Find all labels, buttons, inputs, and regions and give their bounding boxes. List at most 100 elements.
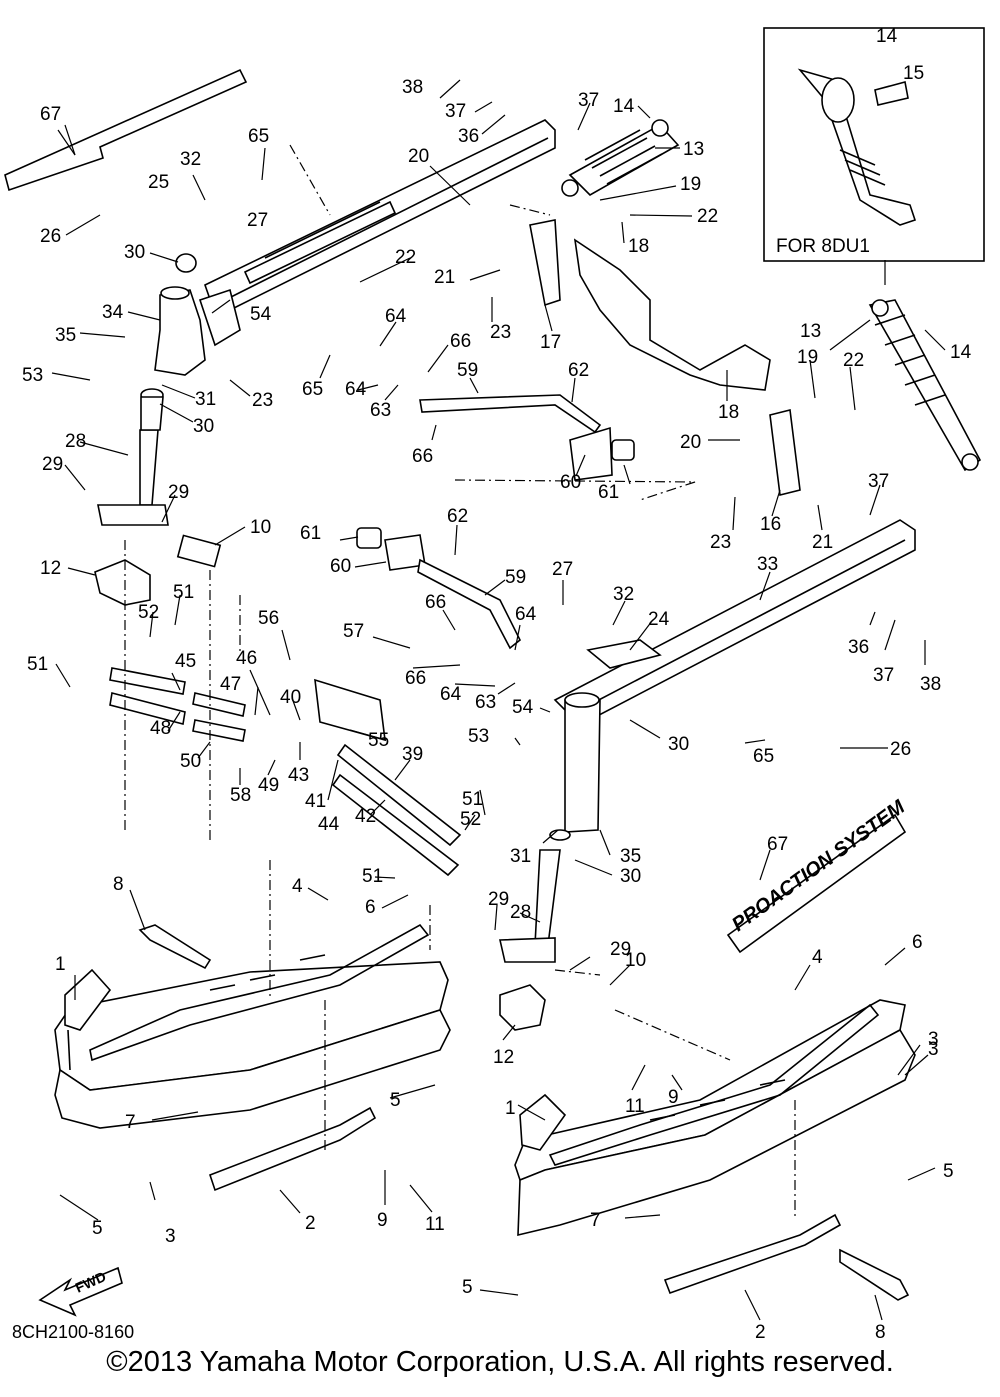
callout-number-31: 31	[510, 846, 531, 867]
callout-number-18: 18	[718, 402, 739, 423]
callout-number-2: 2	[305, 1213, 316, 1234]
callout-number-30: 30	[193, 416, 214, 437]
callout-number-52: 52	[460, 809, 481, 830]
callout-number-19: 19	[680, 174, 701, 195]
callout-number-32: 32	[180, 149, 201, 170]
callout-number-22: 22	[395, 247, 416, 268]
callout-number-66: 66	[405, 668, 426, 689]
callout-number-3: 3	[928, 1039, 939, 1060]
callout-number-54: 54	[250, 304, 272, 325]
callout-number-23: 23	[710, 532, 731, 553]
fwd-arrow: FWD	[38, 1266, 123, 1317]
callout-number-59: 59	[505, 567, 526, 588]
callout-number-63: 63	[475, 692, 496, 713]
callout-number-64: 64	[385, 306, 407, 327]
callout-number-10: 10	[625, 950, 646, 971]
callout-number-48: 48	[150, 718, 171, 739]
callout-number-3: 3	[165, 1226, 176, 1247]
callout-number-42: 42	[355, 806, 376, 827]
callout-number-20: 20	[408, 146, 429, 167]
callout-number-33: 33	[757, 554, 778, 575]
callout-number-36: 36	[848, 637, 869, 658]
callout-number-10: 10	[250, 517, 271, 538]
swing-bracket-right	[769, 409, 801, 496]
callout-number-6: 6	[912, 932, 923, 953]
callout-number-37: 37	[578, 90, 599, 111]
callout-number-39: 39	[402, 744, 423, 765]
callout-number-38: 38	[402, 77, 423, 98]
bolt-8	[138, 924, 910, 1301]
callout-number-34: 34	[102, 302, 124, 323]
tie-rod-upper	[419, 394, 635, 481]
callout-number-7: 7	[125, 1112, 136, 1133]
callout-number-17: 17	[540, 332, 561, 353]
callout-number-31: 31	[195, 389, 216, 410]
callout-number-8: 8	[875, 1322, 886, 1343]
callout-number-9: 9	[668, 1087, 679, 1108]
callout-number-4: 4	[292, 876, 303, 897]
callout-number-18: 18	[628, 236, 649, 257]
decal-67-upper	[4, 68, 248, 192]
callout-number-14: 14	[950, 342, 972, 363]
callout-number-3: 3	[928, 1029, 939, 1050]
callout-number-41: 41	[305, 791, 326, 812]
callout-number-4: 4	[812, 947, 823, 968]
callout-number-66: 66	[412, 446, 433, 467]
slide-rail-left	[204, 119, 556, 311]
callout-number-2: 2	[755, 1322, 766, 1343]
leader-lines	[51, 79, 946, 1321]
callout-number-63: 63	[370, 400, 391, 421]
callout-number-28: 28	[510, 902, 531, 923]
logo-text: PROACTION SYSTEM	[728, 795, 910, 936]
callout-number-28: 28	[65, 431, 86, 452]
swing-arm-upper	[529, 219, 771, 391]
callout-number-30: 30	[620, 866, 641, 887]
callout-number-6: 6	[365, 897, 376, 918]
callout-number-53: 53	[22, 365, 43, 386]
callout-number-62: 62	[447, 506, 468, 527]
callout-number-20: 20	[680, 432, 701, 453]
shock-absorber-upper	[561, 119, 680, 197]
callout-number-64: 64	[515, 604, 537, 625]
spindle-right	[499, 829, 571, 963]
callout-number-64: 64	[440, 684, 462, 705]
callout-number-29: 29	[610, 939, 631, 960]
callout-number-12: 12	[40, 558, 61, 579]
callout-number-8: 8	[113, 874, 124, 895]
callout-number-32: 32	[613, 584, 634, 605]
callout-number-11: 11	[625, 1096, 645, 1117]
callout-number-43: 43	[288, 765, 309, 786]
callout-layer: 6765322526273034355354313023282929121051…	[22, 26, 972, 1343]
callout-number-51: 51	[362, 866, 383, 887]
spindle-bushing-12	[94, 559, 546, 1031]
callout-number-7: 7	[590, 1210, 601, 1231]
callout-number-40: 40	[280, 687, 301, 708]
callout-number-60: 60	[330, 556, 351, 577]
callout-number-24: 24	[648, 609, 670, 630]
callout-number-29: 29	[488, 889, 509, 910]
callout-number-9: 9	[377, 1210, 388, 1231]
callout-number-65: 65	[302, 379, 323, 400]
callout-number-11: 11	[425, 1214, 445, 1235]
callout-number-38: 38	[920, 674, 941, 695]
steering-bracket-left	[154, 253, 241, 376]
callout-number-19: 19	[797, 347, 818, 368]
callout-number-36: 36	[458, 126, 479, 147]
callout-number-1: 1	[505, 1098, 516, 1119]
ski-right	[514, 999, 916, 1295]
callout-number-30: 30	[668, 734, 689, 755]
callout-number-27: 27	[247, 210, 268, 231]
decal-67-logo: PROACTION SYSTEM	[726, 795, 910, 954]
callout-number-16: 16	[760, 514, 781, 535]
callout-number-51: 51	[462, 789, 483, 810]
rods-left	[109, 534, 462, 877]
callout-number-52: 52	[138, 602, 159, 623]
callout-number-22: 22	[843, 350, 864, 371]
callout-number-61: 61	[598, 482, 619, 503]
callout-number-44: 44	[318, 814, 340, 835]
callout-number-26: 26	[890, 739, 911, 760]
spindle-left	[97, 388, 169, 526]
callout-number-66: 66	[450, 331, 471, 352]
callout-number-65: 65	[753, 746, 774, 767]
callout-number-67: 67	[40, 104, 61, 125]
